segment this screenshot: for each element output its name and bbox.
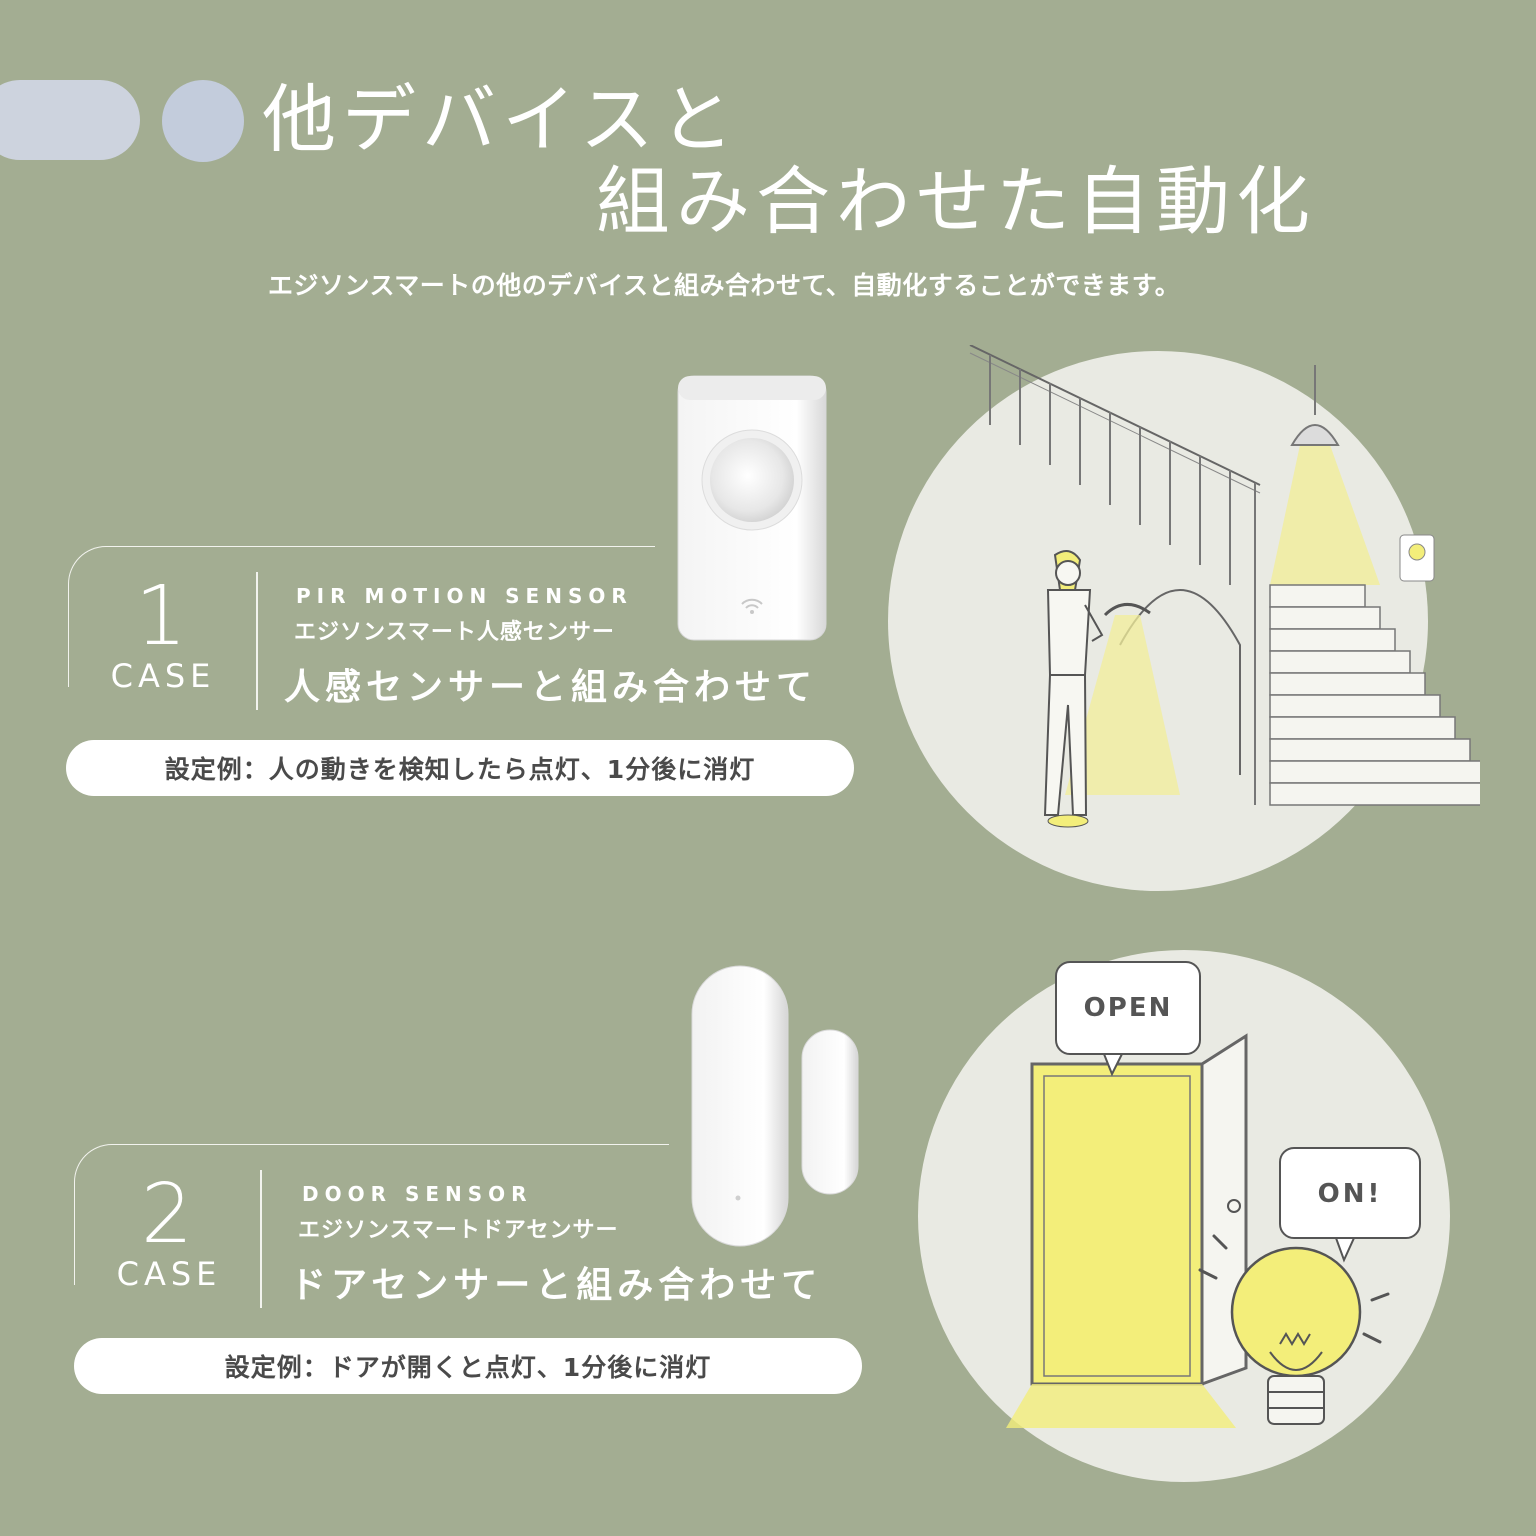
door-sensor-image [691, 965, 859, 1247]
case-2-number: 2 [140, 1167, 194, 1262]
staircase-illustration [888, 345, 1480, 891]
header-decoration-dot [162, 80, 244, 162]
on-speech-bubble: ON! [1279, 1147, 1421, 1263]
case-1-example: 設定例：人の動きを検知したら点灯、1分後に消灯 [66, 740, 854, 796]
door-light-illustration: OPEN ON! [918, 950, 1450, 1482]
case-1-frame [68, 546, 655, 687]
case-2-headline: ドアセンサーと組み合わせて [290, 1265, 823, 1306]
case-2-product-name: エジソンスマートドアセンサー [298, 1218, 619, 1243]
case-1-example-text: 設定例：人の動きを検知したら点灯、1分後に消灯 [164, 755, 756, 784]
case-1-label: CASE [110, 657, 216, 695]
page-title-line-1: 他デバイスと [262, 77, 740, 163]
case-2-english-name: DOOR SENSOR [302, 1182, 533, 1206]
page-subtitle: エジソンスマートの他のデバイスと組み合わせて、自動化することができます。 [268, 271, 1181, 300]
case-2-divider [260, 1170, 262, 1308]
case-1-english-name: PIR MOTION SENSOR [296, 584, 633, 608]
open-bubble-text: OPEN [1084, 993, 1173, 1023]
open-speech-bubble: OPEN [1055, 961, 1201, 1077]
case-1-headline: 人感センサーと組み合わせて [284, 667, 818, 708]
case-1-product-name: エジソンスマート人感センサー [294, 620, 615, 645]
case-2-label: CASE [116, 1255, 222, 1293]
header-decoration-pill [0, 80, 140, 160]
page-title-line-2: 組み合わせた自動化 [596, 159, 1316, 245]
case-1-divider [256, 572, 258, 710]
light-bulb-icon [1198, 1234, 1390, 1425]
case-2-example: 設定例：ドアが開くと点灯、1分後に消灯 [74, 1338, 862, 1394]
case-1-number: 1 [134, 569, 188, 664]
case-2-example-text: 設定例：ドアが開くと点灯、1分後に消灯 [224, 1353, 712, 1382]
on-bubble-text: ON! [1318, 1179, 1383, 1209]
pir-motion-sensor-image [677, 375, 827, 641]
case-2-frame [74, 1144, 669, 1285]
